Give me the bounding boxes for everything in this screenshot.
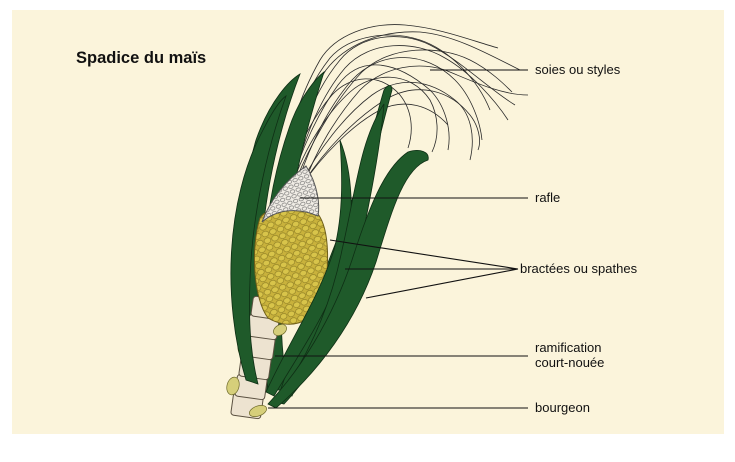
label-bud: bourgeon bbox=[535, 400, 590, 415]
label-bracts: bractées ou spathes bbox=[520, 261, 638, 276]
label-shank-line2: court-nouée bbox=[535, 355, 604, 370]
label-shank-line1: ramification bbox=[535, 340, 601, 355]
diagram-title: Spadice du maïs bbox=[76, 49, 206, 67]
label-silks: soies ou styles bbox=[535, 62, 621, 77]
label-cob: rafle bbox=[535, 190, 560, 205]
